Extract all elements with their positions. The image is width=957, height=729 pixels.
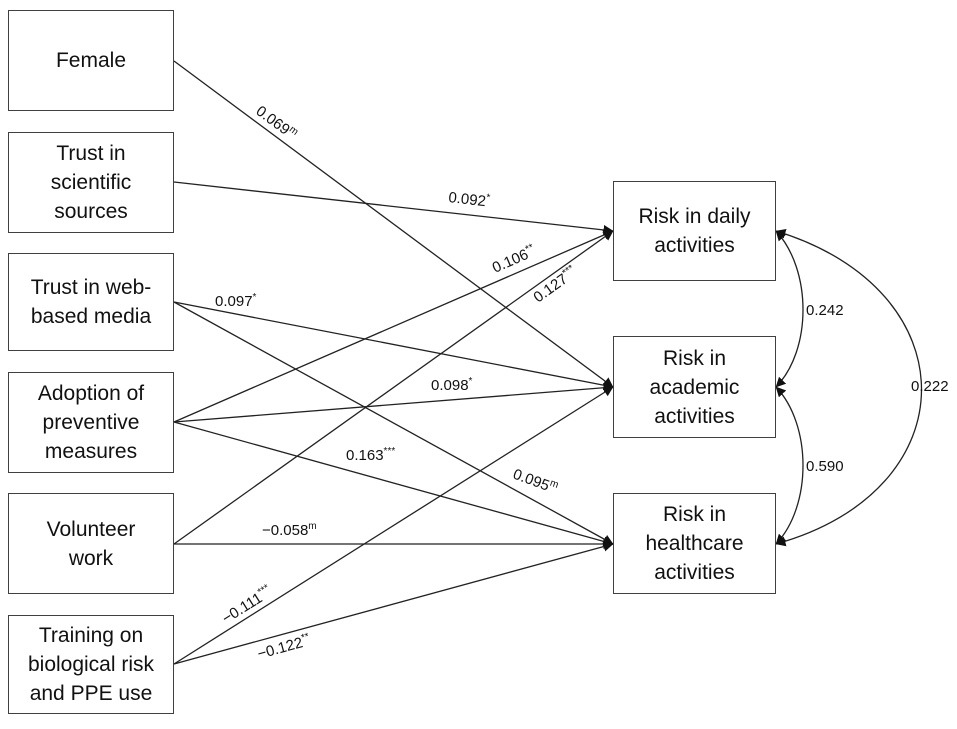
path-adoption-daily-arrow bbox=[173, 230, 614, 423]
path-trustweb-health-arrow bbox=[173, 301, 614, 545]
correlation-daily-health-coefficient: 0.222 bbox=[911, 378, 949, 395]
correlation-daily-academic-arrow bbox=[775, 230, 804, 388]
correlation-daily-academic-coefficient: 0.242 bbox=[806, 302, 844, 319]
path-trustweb-academic-arrow bbox=[173, 301, 614, 391]
node-trust-scientific-sources: Trust in scientific sources bbox=[8, 132, 174, 233]
path-training-academic-arrow bbox=[173, 386, 614, 665]
correlation-academic-health-arrow bbox=[775, 386, 804, 545]
node-adoption-preventive-measures: Adoption of preventive measures bbox=[8, 372, 174, 473]
node-risk-academic-activities: Risk in academic activities bbox=[613, 336, 776, 438]
path-adoption-academic-arrow bbox=[173, 382, 614, 423]
path-volunteer-health-coefficient: −0.058m bbox=[262, 521, 317, 539]
path-training-health-coefficient: −0.122** bbox=[255, 631, 312, 663]
correlation-academic-health-coefficient: 0.590 bbox=[806, 458, 844, 475]
path-trustweb-academic-coefficient: 0.097* bbox=[215, 292, 257, 310]
correlation-daily-health-arrow bbox=[775, 228, 922, 547]
node-risk-daily-activities: Risk in daily activities bbox=[613, 181, 776, 281]
node-risk-healthcare-activities: Risk in healthcare activities bbox=[613, 493, 776, 594]
path-trustweb-health-coefficient: 0.095m bbox=[511, 465, 560, 498]
node-trust-web-based-media: Trust in web- based media bbox=[8, 253, 174, 351]
path-volunteer-daily-arrow bbox=[173, 230, 614, 545]
node-female: Female bbox=[8, 10, 174, 111]
path-training-health-arrow bbox=[173, 541, 614, 665]
path-adoption-health-arrow bbox=[173, 421, 614, 547]
path-adoption-health-coefficient: 0.163*** bbox=[346, 446, 395, 464]
path-adoption-daily-coefficient: 0.106** bbox=[489, 242, 538, 277]
path-trustsci-daily-arrow bbox=[173, 181, 614, 235]
node-training-biological-risk: Training on biological risk and PPE use bbox=[8, 615, 174, 714]
path-adoption-academic-coefficient: 0.098* bbox=[431, 376, 473, 394]
node-volunteer-work: Volunteer work bbox=[8, 493, 174, 594]
path-trustsci-daily-coefficient: 0.092* bbox=[448, 188, 491, 211]
path-female-academic-arrow bbox=[173, 60, 614, 388]
